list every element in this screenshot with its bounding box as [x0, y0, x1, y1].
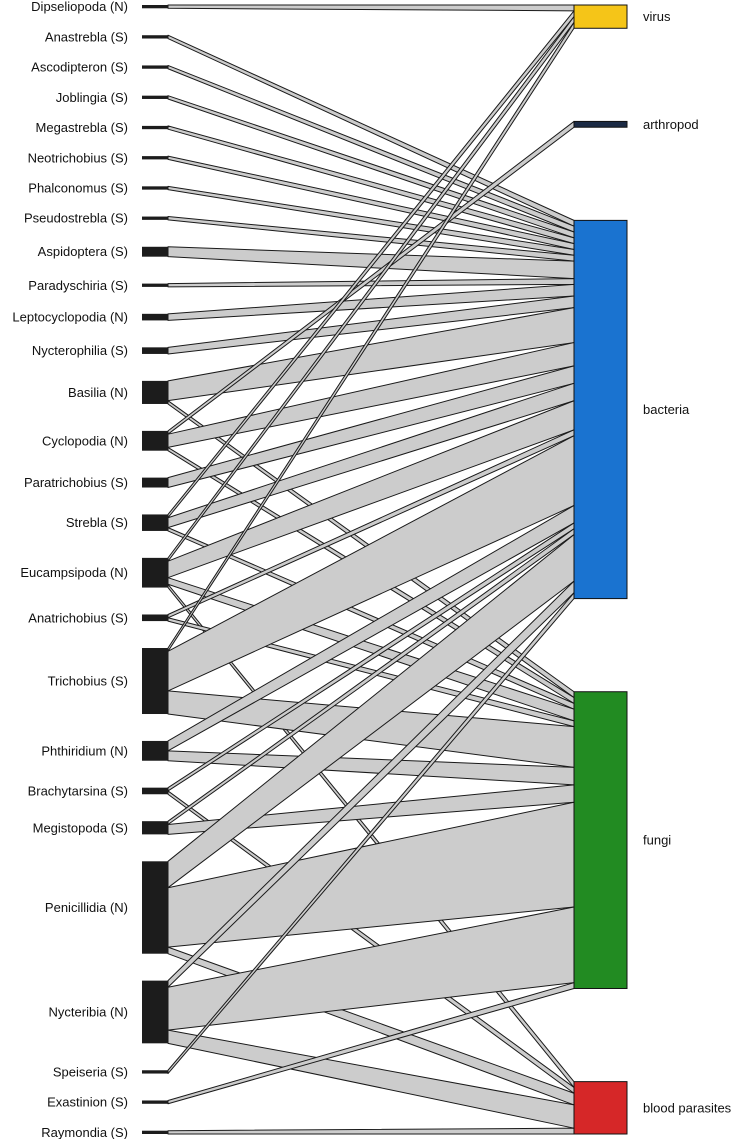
- node-bar-raymondia-s: [142, 1130, 168, 1134]
- node-bar-paradyschiria-s: [142, 283, 168, 287]
- node-label-megastrebla-s: Megastrebla (S): [36, 120, 128, 135]
- node-label-pseudostrebla-s: Pseudostrebla (S): [24, 211, 128, 226]
- node-label-megistopoda-s: Megistopoda (S): [33, 820, 128, 835]
- node-label-nycterophilia-s: Nycterophilia (S): [32, 343, 128, 358]
- node-bar-megastrebla-s: [142, 125, 168, 130]
- interaction-links: [167, 4, 575, 1135]
- node-label-exastinion-s: Exastinion (S): [47, 1095, 128, 1110]
- node-bar-paratrichobius-s: [142, 477, 168, 488]
- node-label-joblingia-s: Joblingia (S): [56, 90, 128, 105]
- node-label-leptocyclopodia-n: Leptocyclopodia (N): [12, 310, 128, 325]
- node-label-aspidoptera-s: Aspidoptera (S): [38, 244, 128, 259]
- node-bar-leptocyclopodia-n: [142, 313, 168, 321]
- node-bar-aspidoptera-s: [142, 246, 168, 257]
- node-bar-pseudostrebla-s: [142, 216, 168, 220]
- lower-level-nodes: Dipseliopoda (N) Anastrebla (S) Ascodipter…: [12, 0, 168, 1139]
- node-bar-blood-parasites: [573, 1081, 628, 1135]
- node-label-anatrichobius-s: Anatrichobius (S): [28, 610, 128, 625]
- node-bar-phthiridium-n: [142, 740, 168, 761]
- link-dipseliopoda-n-to-virus: [167, 4, 575, 12]
- node-label-cyclopodia-n: Cyclopodia (N): [42, 433, 128, 448]
- node-label-brachytarsina-s: Brachytarsina (S): [28, 783, 128, 798]
- node-bar-joblingia-s: [142, 95, 168, 99]
- node-bar-megistopoda-s: [142, 821, 168, 835]
- node-bar-virus: [573, 4, 628, 29]
- node-label-dipseliopoda-n: Dipseliopoda (N): [31, 0, 128, 14]
- node-bar-phalconomus-s: [142, 186, 168, 190]
- node-label-phalconomus-s: Phalconomus (S): [28, 180, 128, 195]
- node-bar-arthropod: [573, 120, 628, 128]
- node-bar-speiseria-s: [142, 1070, 168, 1074]
- node-label-bacteria: bacteria: [643, 402, 690, 417]
- node-bar-exastinion-s: [142, 1100, 168, 1104]
- node-bar-trichobius-s: [142, 648, 168, 715]
- node-bar-cyclopodia-n: [142, 430, 168, 451]
- node-label-speiseria-s: Speiseria (S): [53, 1064, 128, 1079]
- node-label-virus: virus: [643, 9, 671, 24]
- node-bar-anatrichobius-s: [142, 614, 168, 622]
- node-label-strebla-s: Strebla (S): [66, 515, 128, 530]
- link-raymondia-s-to-blood-parasites: [167, 1127, 575, 1135]
- node-bar-bacteria: [573, 219, 628, 600]
- node-bar-neotrichobius-s: [142, 156, 168, 160]
- node-bar-nycteribia-n: [142, 980, 168, 1044]
- node-bar-nycterophilia-s: [142, 347, 168, 354]
- node-label-raymondia-s: Raymondia (S): [41, 1125, 128, 1139]
- node-label-ascodipteron-s: Ascodipteron (S): [31, 60, 128, 75]
- node-bar-ascodipteron-s: [142, 65, 168, 69]
- node-bar-basilia-n: [142, 380, 168, 404]
- node-bar-fungi: [573, 691, 628, 989]
- node-label-arthropod: arthropod: [643, 117, 699, 132]
- node-label-blood-parasites: blood parasites: [643, 1100, 732, 1115]
- node-label-anastrebla-s: Anastrebla (S): [45, 29, 128, 44]
- node-bar-eucampsipoda-n: [142, 557, 168, 588]
- node-label-fungi: fungi: [643, 833, 671, 848]
- higher-level-nodes: virus arthropod bacteria fungi blood parasit…: [573, 4, 732, 1135]
- node-label-phthiridium-n: Phthiridium (N): [41, 743, 128, 758]
- node-bar-dipseliopoda-n: [142, 5, 168, 9]
- node-label-paradyschiria-s: Paradyschiria (S): [28, 278, 128, 293]
- node-label-neotrichobius-s: Neotrichobius (S): [28, 150, 128, 165]
- node-label-eucampsipoda-n: Eucampsipoda (N): [20, 565, 128, 580]
- node-bar-strebla-s: [142, 514, 168, 531]
- node-label-trichobius-s: Trichobius (S): [48, 674, 128, 689]
- node-bar-anastrebla-s: [142, 35, 168, 39]
- node-label-penicillidia-n: Penicillidia (N): [45, 900, 128, 915]
- node-label-nycteribia-n: Nycteribia (N): [49, 1004, 128, 1019]
- node-bar-brachytarsina-s: [142, 787, 168, 795]
- node-bar-penicillidia-n: [142, 861, 168, 954]
- node-label-basilia-n: Basilia (N): [68, 385, 128, 400]
- node-label-paratrichobius-s: Paratrichobius (S): [24, 475, 128, 490]
